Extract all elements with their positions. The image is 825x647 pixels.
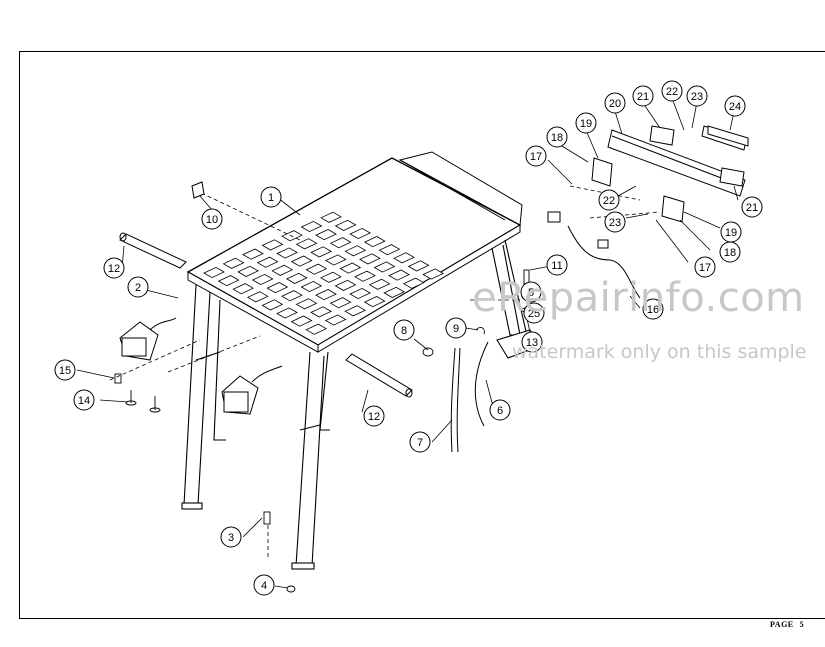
svg-text:1: 1 <box>268 192 274 204</box>
table-legs <box>181 239 541 570</box>
watermark-site: eRepairinfo.com <box>472 275 805 321</box>
decal-pieces <box>191 125 749 199</box>
callout-23: 23 <box>686 85 708 107</box>
svg-text:2: 2 <box>135 282 141 294</box>
svg-text:22: 22 <box>603 195 615 207</box>
callout-8: 8 <box>393 319 415 341</box>
svg-text:12: 12 <box>108 263 120 275</box>
drawing-frame <box>19 51 825 619</box>
svg-text:25: 25 <box>528 308 540 320</box>
svg-text:14: 14 <box>78 395 90 407</box>
svg-text:17: 17 <box>699 262 711 274</box>
svg-text:20: 20 <box>609 98 621 110</box>
callout-22: 22 <box>598 189 620 211</box>
svg-text:9: 9 <box>453 323 459 335</box>
callout-17: 17 <box>694 256 716 278</box>
svg-text:5: 5 <box>528 287 534 299</box>
callout-21: 21 <box>741 196 763 218</box>
svg-text:21: 21 <box>637 91 649 103</box>
svg-text:12: 12 <box>368 411 380 423</box>
svg-text:13: 13 <box>526 337 538 349</box>
work-light-right <box>221 365 283 415</box>
svg-text:8: 8 <box>401 325 407 337</box>
svg-text:17: 17 <box>530 151 542 163</box>
callout-2: 2 <box>127 276 149 298</box>
callout-11: 11 <box>546 254 568 276</box>
svg-text:18: 18 <box>724 247 736 259</box>
callout-5: 5 <box>520 281 542 303</box>
svg-text:21: 21 <box>746 202 758 214</box>
callout-3: 3 <box>220 526 242 548</box>
callout-24: 24 <box>724 95 746 117</box>
callout-19: 19 <box>720 221 742 243</box>
callout-9: 9 <box>445 317 467 339</box>
svg-text:3: 3 <box>228 532 234 544</box>
svg-text:18: 18 <box>551 132 563 144</box>
callout-13: 13 <box>521 331 543 353</box>
callout-18: 18 <box>546 126 568 148</box>
callout-14: 14 <box>73 389 95 411</box>
callout-20: 20 <box>604 92 626 114</box>
cables <box>450 225 641 453</box>
callout-17: 17 <box>525 145 547 167</box>
light-bar-assembly <box>547 125 747 249</box>
svg-text:23: 23 <box>609 217 621 229</box>
rail-tubes <box>119 232 413 398</box>
svg-text:15: 15 <box>59 365 71 377</box>
svg-text:16: 16 <box>647 304 659 316</box>
callout-25: 25 <box>523 302 545 324</box>
work-light-left <box>119 317 177 361</box>
svg-text:22: 22 <box>666 86 678 98</box>
hardware-parts <box>114 269 531 593</box>
svg-text:23: 23 <box>691 91 703 103</box>
callout-1: 1 <box>260 186 282 208</box>
watermark-notice: watermark only on this sample <box>512 341 807 363</box>
grating-pattern <box>203 211 445 335</box>
page-footer: PAGE 5 <box>770 620 804 629</box>
callout-19: 19 <box>575 112 597 134</box>
page-label-text: PAGE <box>770 620 794 629</box>
callout-6: 6 <box>489 399 511 421</box>
callout-12: 12 <box>103 257 125 279</box>
svg-text:4: 4 <box>261 580 267 592</box>
svg-text:7: 7 <box>417 437 423 449</box>
svg-text:10: 10 <box>206 214 218 226</box>
callout-10: 10 <box>201 208 223 230</box>
callout-22: 22 <box>661 80 683 102</box>
callout-21: 21 <box>632 85 654 107</box>
svg-text:11: 11 <box>551 260 562 272</box>
svg-text:6: 6 <box>497 405 503 417</box>
callout-15: 15 <box>54 359 76 381</box>
svg-text:19: 19 <box>725 227 737 239</box>
callout-16: 16 <box>642 298 664 320</box>
svg-text:19: 19 <box>580 118 592 130</box>
callout-23: 23 <box>604 211 626 233</box>
svg-text:24: 24 <box>729 101 741 113</box>
callout-7: 7 <box>409 431 431 453</box>
callout-4: 4 <box>253 574 275 596</box>
callout-18: 18 <box>719 241 741 263</box>
callout-12: 12 <box>363 405 385 427</box>
page-number: 5 <box>799 620 805 629</box>
